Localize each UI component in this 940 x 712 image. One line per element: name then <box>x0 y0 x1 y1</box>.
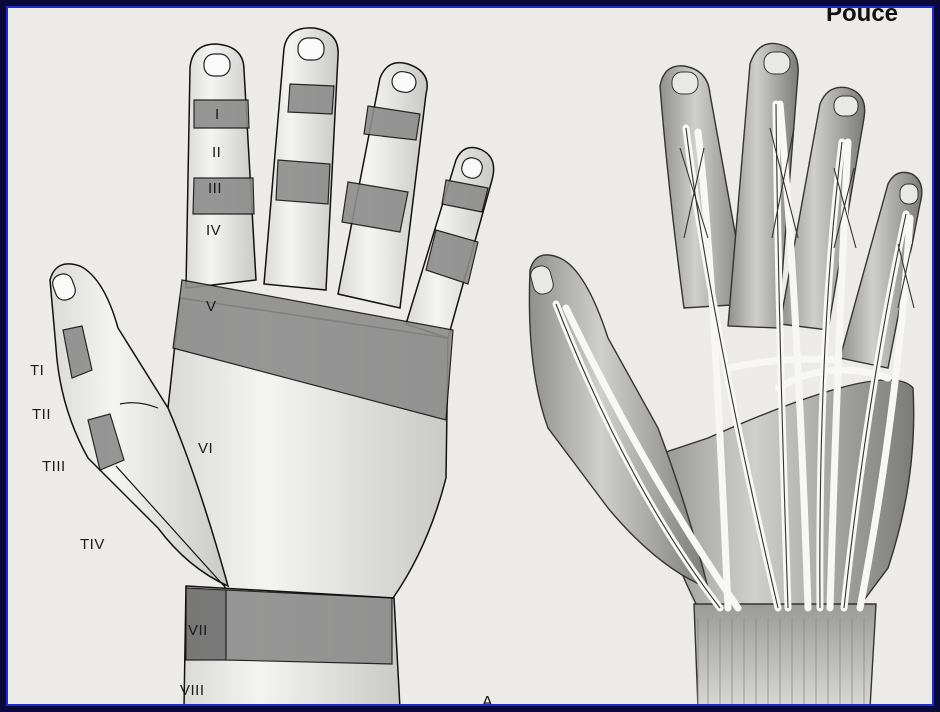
figure-frame: I II III IV V VI VII VIII TI TII TIII TI… <box>6 6 934 706</box>
hand-illustration <box>8 8 934 706</box>
index-finger <box>186 44 256 288</box>
cropped-heading: Pouce <box>826 6 898 28</box>
zone-label-ti: TI <box>30 362 44 379</box>
zone-label-iv: IV <box>206 222 221 239</box>
zone-label-tiv: TIV <box>80 536 105 553</box>
zone-label-iii: III <box>208 180 222 197</box>
zone-label-tii: TII <box>32 406 51 423</box>
zone-label-vii: VII <box>188 622 208 639</box>
zone-label-ii: II <box>212 144 221 161</box>
zone-label-tiii: TIII <box>42 458 66 475</box>
zone-label-viii: VIII <box>180 682 205 699</box>
zone-label-i: I <box>215 106 220 123</box>
panel-label: A <box>482 694 493 706</box>
middle-finger <box>264 28 338 290</box>
zone-label-v: V <box>206 298 217 315</box>
zone-label-vi: VI <box>198 440 213 457</box>
